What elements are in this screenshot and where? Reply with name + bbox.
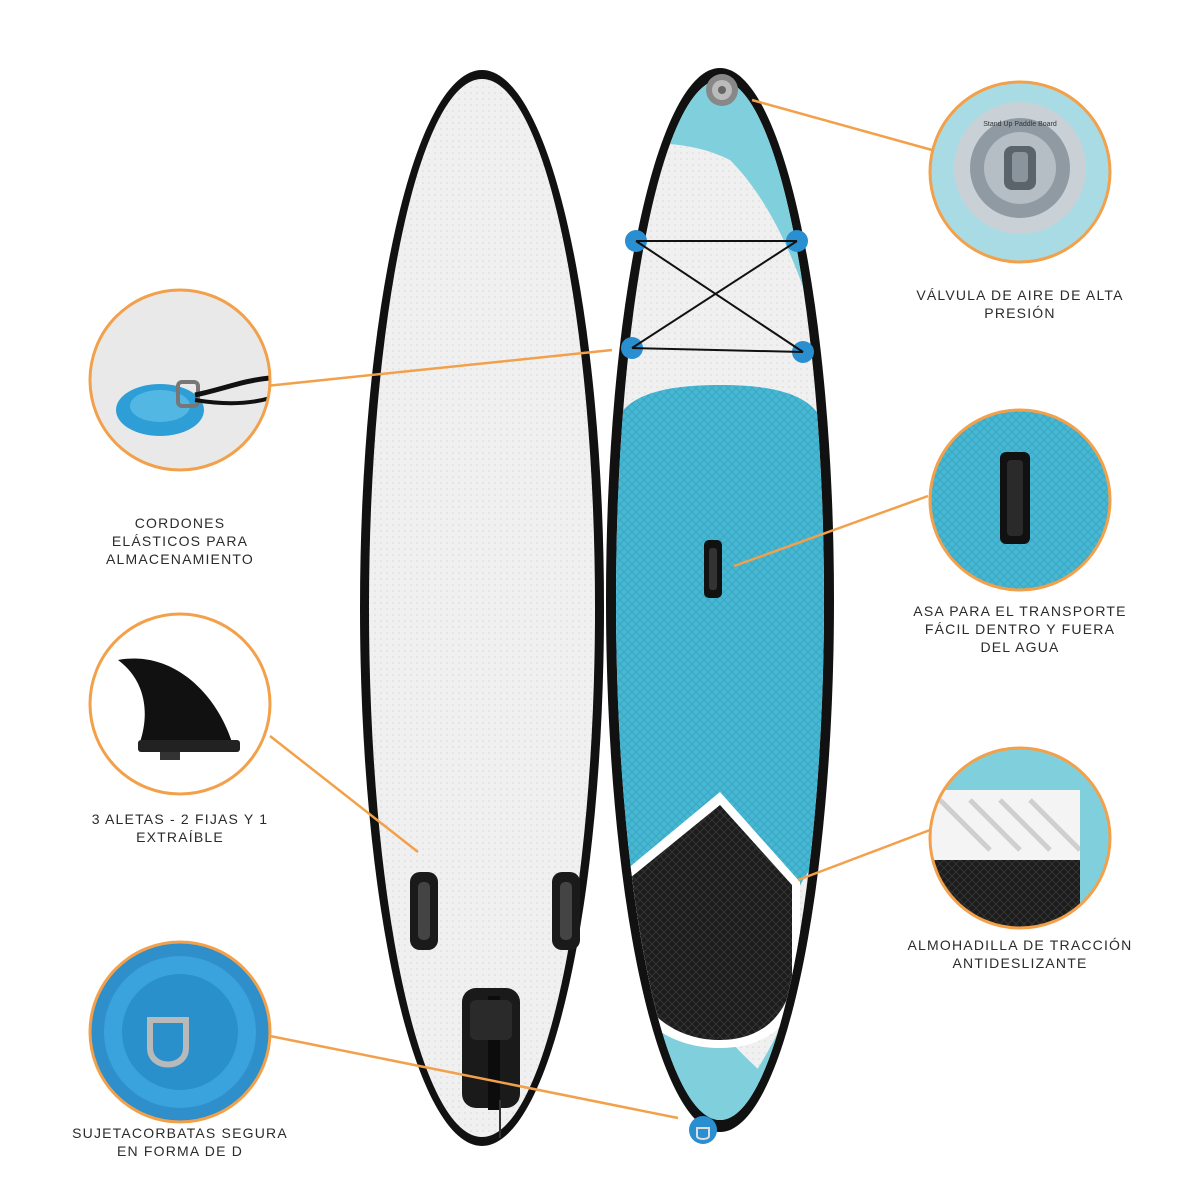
bungee-detail-circle [88, 288, 272, 472]
valve-label-line-2: PRESIÓN [984, 305, 1056, 321]
handle-label-line-1: ASA PARA EL TRANSPORTE [913, 603, 1127, 619]
fin-detail-circle [88, 612, 272, 796]
traction-detail-circle [928, 746, 1112, 930]
traction-label-line-1: ALMOHADILLA DE TRACCIÓN [907, 937, 1133, 953]
dring-detail-circle [88, 940, 272, 1124]
dring-label-line-2: EN FORMA DE D [116, 1143, 244, 1159]
handle-detail-circle [928, 408, 1112, 592]
bungee-label-line-3: ALMACENAMIENTO [105, 551, 254, 567]
valve-ring-text: Stand Up Paddle Board [983, 121, 1057, 128]
handle-label: ASA PARA EL TRANSPORTE FÁCIL DENTRO Y FU… [890, 602, 1150, 656]
handle-label-line-2: FÁCIL DENTRO Y FUERA [924, 621, 1116, 637]
fins-label-line-1: 3 ALETAS - 2 FIJAS Y 1 [91, 811, 269, 827]
bungee-label: CORDONES ELÁSTICOS PARA ALMACENAMIENTO [80, 514, 280, 568]
valve-detail-circle: Stand Up Paddle Board [928, 80, 1112, 264]
dring-label-line-1: SUJETACORBATAS SEGURA [72, 1125, 288, 1141]
back-board [360, 70, 604, 1146]
traction-label-line-2: ANTIDESLIZANTE [952, 955, 1088, 971]
bungee-label-line-2: ELÁSTICOS PARA [111, 533, 249, 549]
valve-label: VÁLVULA DE AIRE DE ALTA PRESIÓN [900, 286, 1140, 322]
dring-label: SUJETACORBATAS SEGURA EN FORMA DE D [50, 1124, 310, 1160]
fins-label-line-2: EXTRAÍBLE [136, 829, 224, 845]
fins-label: 3 ALETAS - 2 FIJAS Y 1 EXTRAÍBLE [60, 810, 300, 846]
bungee-label-line-1: CORDONES [134, 515, 226, 531]
front-board [606, 68, 834, 1144]
traction-label: ALMOHADILLA DE TRACCIÓN ANTIDESLIZANTE [880, 936, 1160, 972]
valve-label-line-1: VÁLVULA DE AIRE DE ALTA [916, 287, 1124, 303]
connector-lines [265, 98, 933, 1120]
handle-label-line-3: DEL AGUA [980, 639, 1060, 655]
